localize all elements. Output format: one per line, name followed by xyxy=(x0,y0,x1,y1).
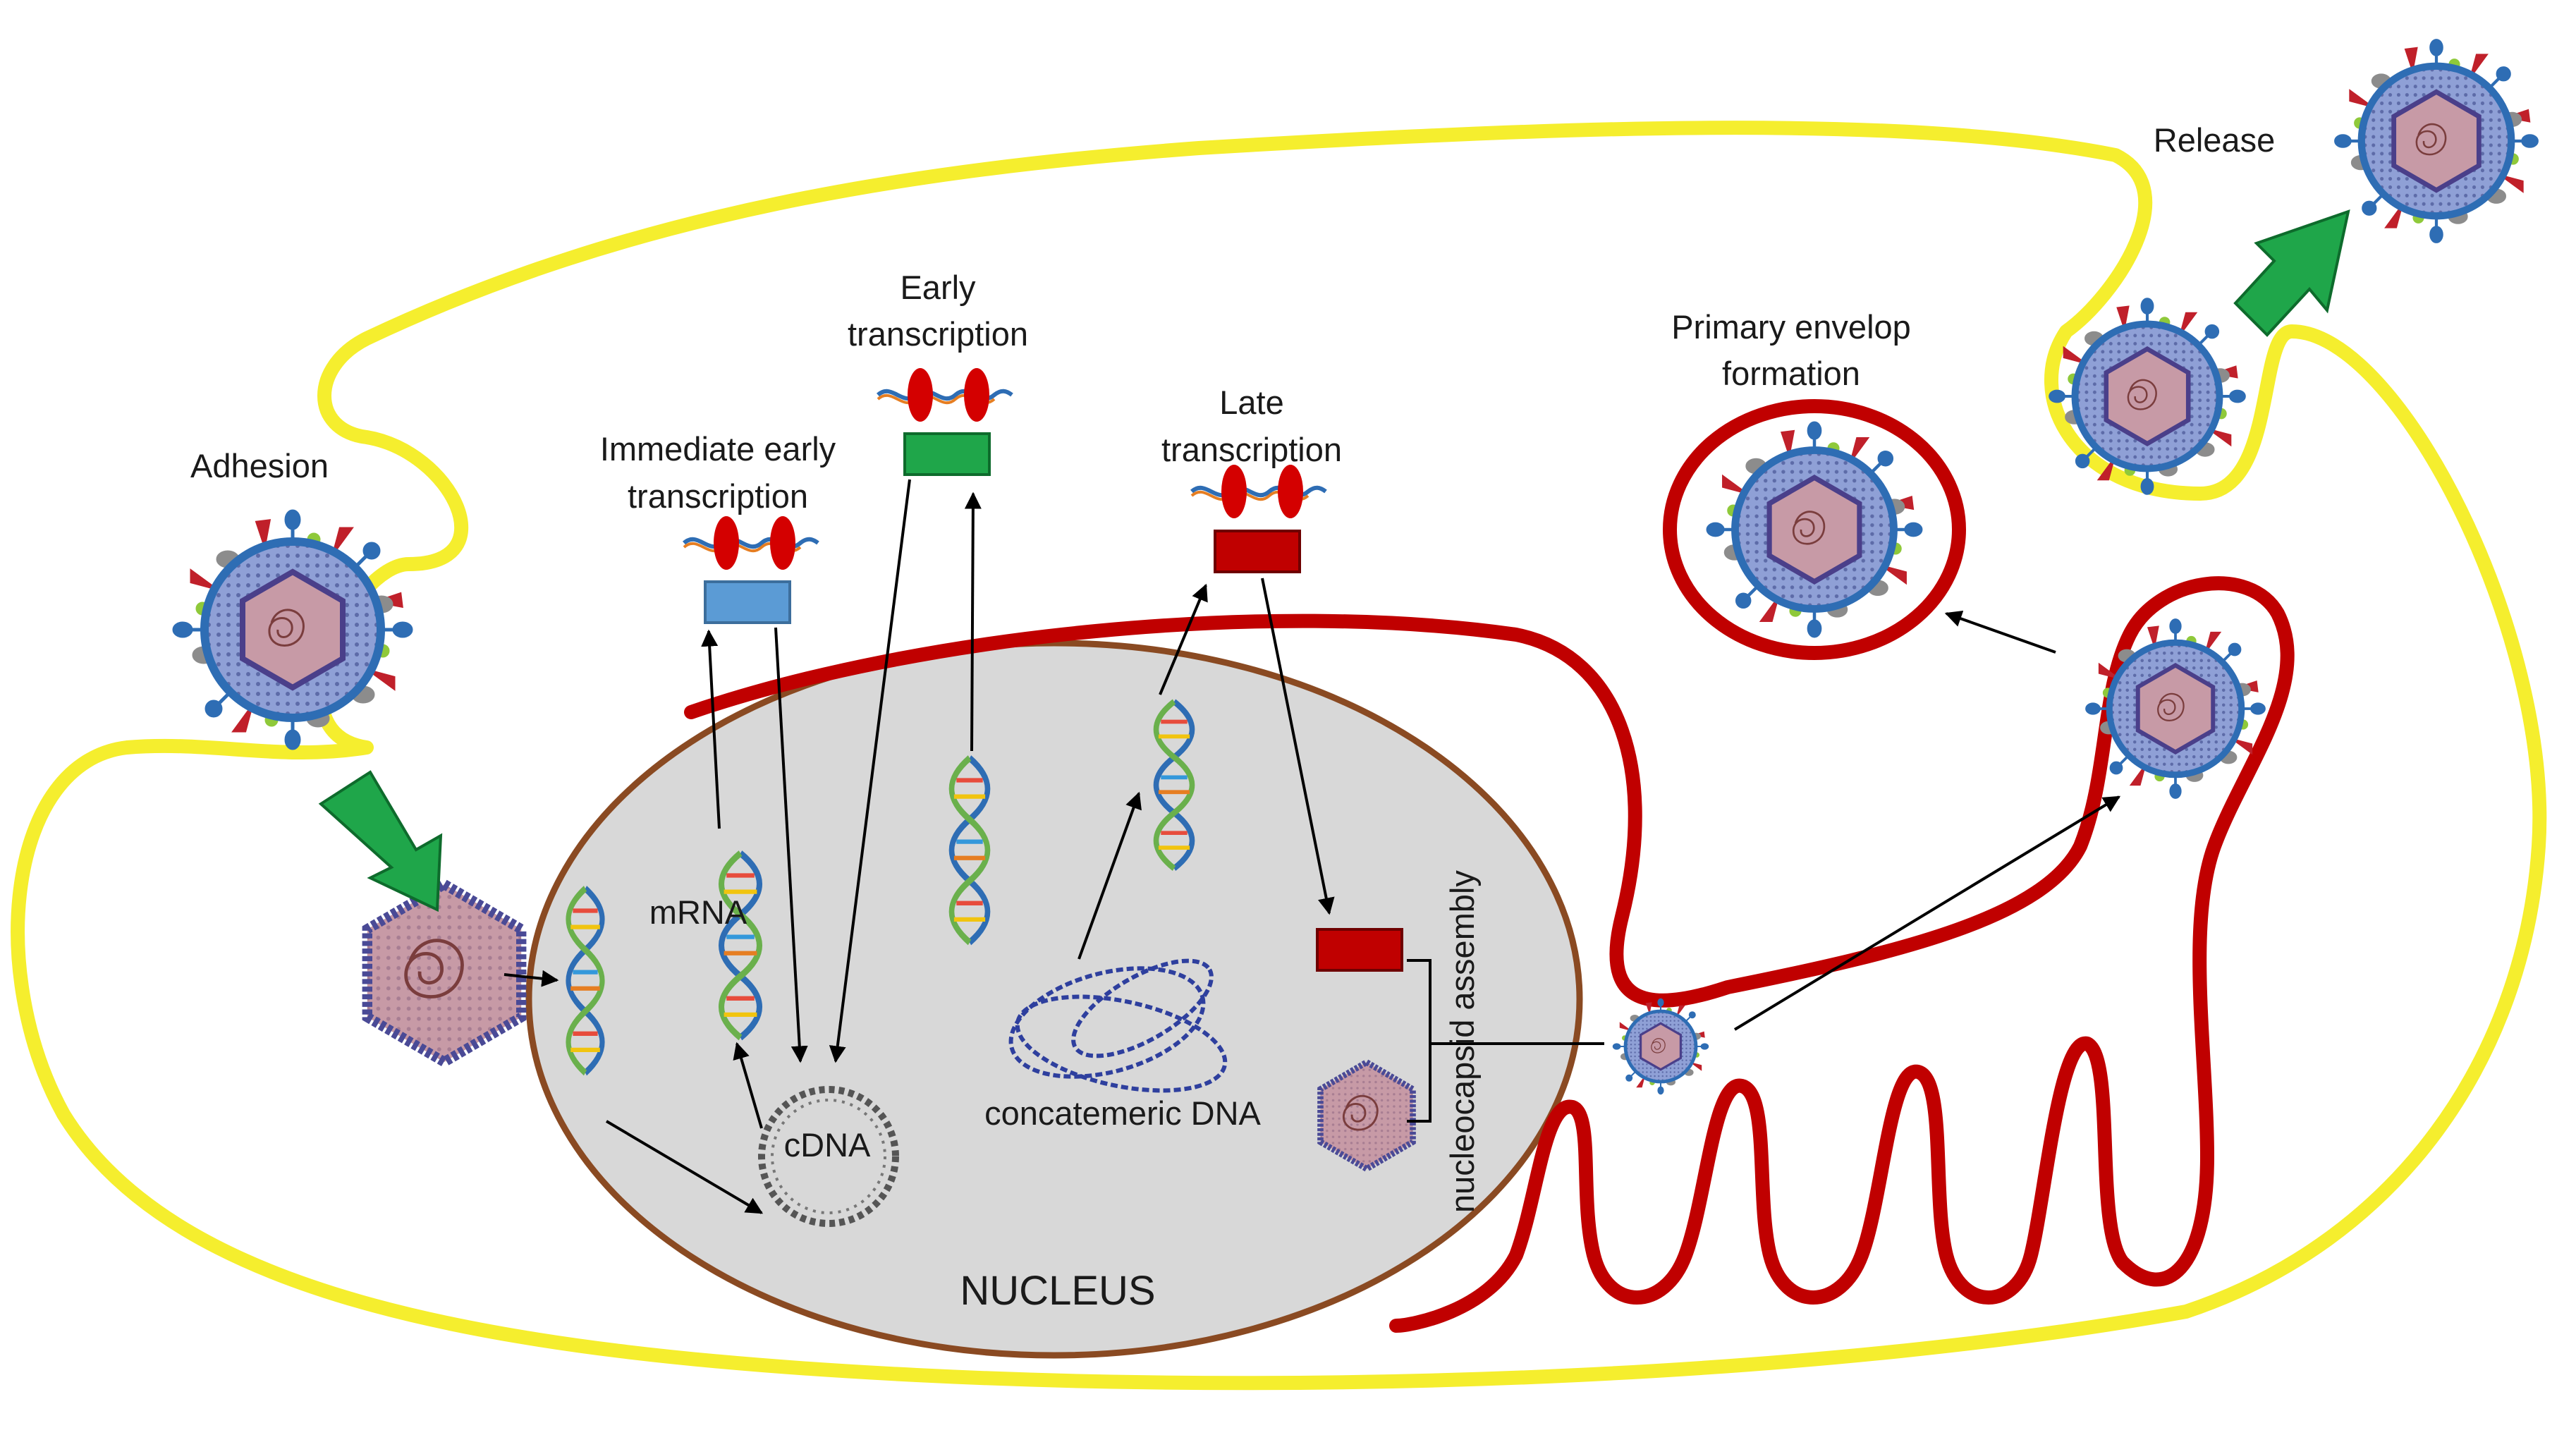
primary-envelope-vesicle xyxy=(1663,399,1966,660)
label-nucleocapsid-assembly: nucleocapsid assembly xyxy=(1443,870,1481,1213)
entry-arrow xyxy=(318,770,443,912)
label-adhesion: Adhesion xyxy=(190,447,329,484)
label-primary-envelop-2: formation xyxy=(1722,355,1860,392)
label-immediate-early-2: transcription xyxy=(628,477,808,515)
herpesvirus-virion-icon xyxy=(174,511,411,748)
late-protein xyxy=(1214,530,1301,573)
hexagonal-capsid-icon xyxy=(367,884,521,1062)
label-primary-envelop-1: Primary envelop xyxy=(1671,308,1911,346)
label-late-2: transcription xyxy=(1161,431,1342,468)
herpesvirus-virion-icon xyxy=(2087,620,2264,798)
endoplasmic-reticulum xyxy=(684,576,2295,1333)
ribosome-translation-icon xyxy=(684,516,818,570)
label-release: Release xyxy=(2154,121,2275,159)
label-immediate-early-1: Immediate early xyxy=(600,430,836,468)
late-protein-nuclear xyxy=(1316,928,1403,972)
release-arrow xyxy=(2233,209,2350,337)
label-cdna: cDNA xyxy=(784,1126,871,1164)
circular-dna-icon xyxy=(758,1086,899,1227)
assembly-bracket xyxy=(1407,959,1604,1123)
herpesvirus-virion-icon xyxy=(2336,40,2537,242)
concatemeric-dna-icon xyxy=(1008,958,1228,1093)
label-late-1: Late xyxy=(1219,384,1283,421)
label-concatemeric-dna: concatemeric DNA xyxy=(984,1094,1261,1132)
cell-membrane xyxy=(11,121,2547,1391)
immediate-early-protein xyxy=(704,580,791,624)
ribosome-translation-icon xyxy=(878,368,1012,422)
label-mrna: mRNA xyxy=(649,893,747,931)
herpesvirus-virion-icon xyxy=(1613,999,1708,1094)
label-early-2: transcription xyxy=(848,315,1028,353)
label-nucleus: NUCLEUS xyxy=(960,1268,1155,1314)
early-protein xyxy=(903,432,991,476)
ribosome-translation-icon xyxy=(1192,465,1326,518)
label-early-1: Early xyxy=(900,269,976,306)
